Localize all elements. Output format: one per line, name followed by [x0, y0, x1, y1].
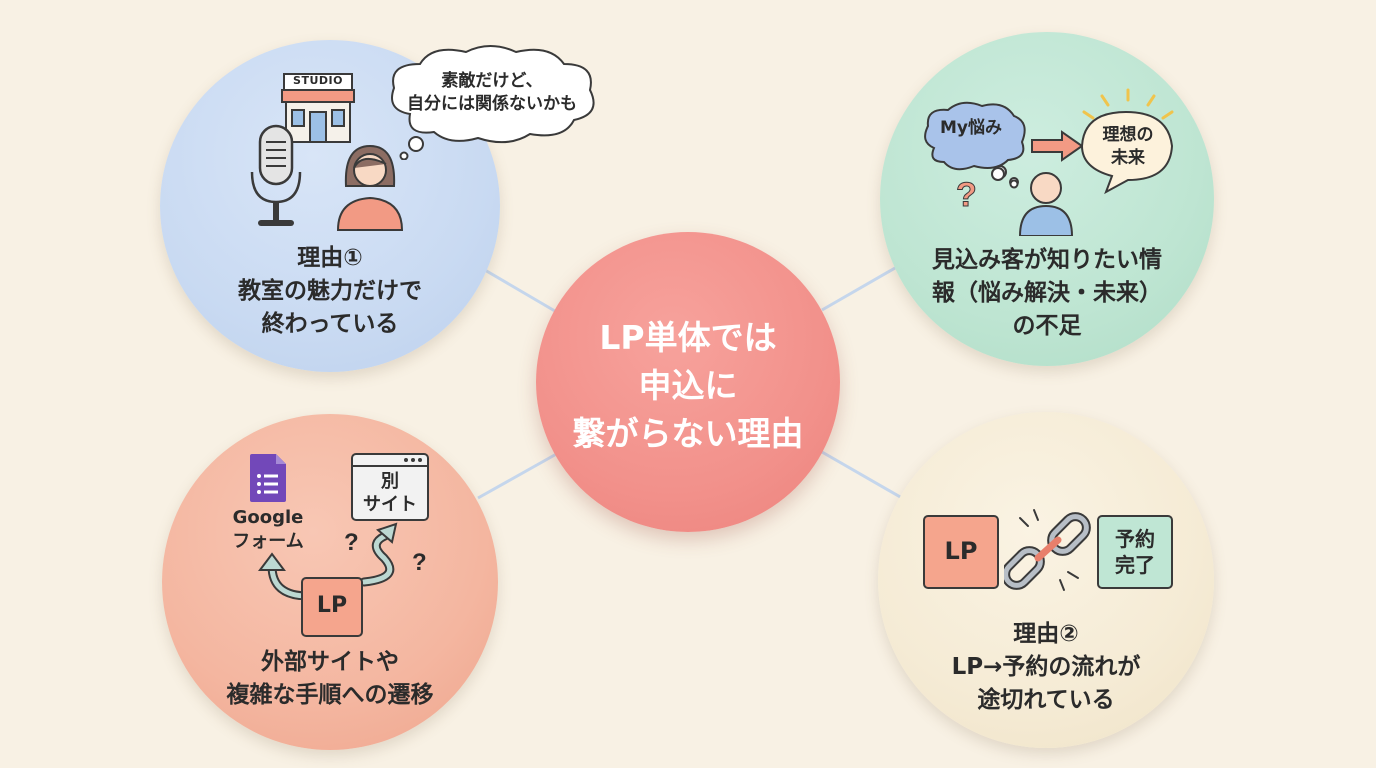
studio-sign-label: STUDIO	[293, 74, 343, 87]
svg-text:?: ?	[956, 176, 977, 214]
browser-window-icon	[351, 453, 429, 521]
center-line-2: 申込に	[638, 366, 738, 405]
reason-transition-line-1: 外部サイトや	[261, 649, 399, 675]
center-node: LP単体では 申込に 繋がらない理由	[536, 232, 840, 532]
connector-reason-info	[821, 262, 903, 312]
thought-line-1: 素敵だけど、	[441, 71, 543, 91]
other-site-line-2: サイト	[363, 494, 417, 515]
person-icon	[336, 144, 404, 231]
thought-line-2: 自分には関係ないかも	[407, 94, 577, 114]
future-line-2: 未来	[1111, 148, 1145, 168]
center-line-3: 繋がらない理由	[572, 414, 804, 453]
other-site-line-1: 別	[381, 471, 399, 492]
reason1-line-1: 教室の魅力だけで	[238, 278, 422, 304]
reason1-caption: 理由① 教室の魅力だけで 終わっている	[190, 242, 470, 341]
lp-box-icon	[301, 577, 363, 637]
studio-building-icon	[281, 73, 355, 143]
reason1-title: 理由①	[297, 245, 363, 271]
future-bubble-icon	[1080, 88, 1174, 195]
booking-complete-label: 予約 完了	[1096, 526, 1174, 578]
lp-page-icon	[923, 515, 999, 589]
booking-complete-icon	[1097, 515, 1173, 589]
reason2-line-1: LP→予約の流れが	[951, 654, 1141, 680]
svg-text:?: ?	[412, 549, 427, 576]
future-bubble-text: 理想の 未来	[1086, 124, 1170, 170]
user-icon	[1018, 172, 1074, 236]
thought-cloud-icon	[391, 45, 595, 160]
worry-cloud-label: My悩み	[940, 118, 1002, 138]
lp-box-label: LP	[316, 593, 348, 618]
reason-transition-caption: 外部サイトや 複雑な手順への遷移	[190, 646, 470, 712]
question-mark-icon: ?	[956, 167, 1019, 214]
future-line-1: 理想の	[1102, 125, 1154, 145]
reason2-line-2: 途切れている	[977, 687, 1115, 713]
google-forms-icon	[250, 454, 286, 502]
reason-transition-line-2: 複雑な手順への遷移	[226, 682, 434, 708]
reason2-caption: 理由② LP→予約の流れが 途切れている	[906, 618, 1186, 717]
reason-info-caption: 見込み客が知りたい情 報（悩み解決・未来） の不足	[898, 244, 1196, 343]
other-site-label: 別 サイト	[352, 470, 428, 516]
reason-info-line-3: の不足	[1012, 313, 1082, 339]
svg-text:?: ?	[344, 529, 359, 556]
google-form-line-2: フォーム	[232, 531, 304, 552]
broken-chain-icon	[1004, 509, 1091, 591]
reason-info-line-2: 報（悩み解決・未来）	[932, 280, 1162, 306]
reason1-line-2: 終わっている	[261, 311, 399, 337]
reason-info-line-1: 見込み客が知りたい情	[932, 247, 1162, 273]
connector-reason1	[477, 264, 561, 316]
arrow-right-icon	[1031, 130, 1084, 162]
google-form-line-1: Google	[232, 507, 304, 528]
connector-reason-transition	[477, 450, 561, 500]
center-line-1: LP単体では	[599, 318, 777, 357]
booking-line-1: 予約	[1115, 527, 1155, 551]
google-form-label: Google フォーム	[214, 506, 322, 554]
center-title: LP単体では 申込に 繋がらない理由	[536, 314, 840, 458]
booking-line-2: 完了	[1115, 553, 1155, 577]
thought-text: 素敵だけど、 自分には関係ないかも	[386, 70, 598, 116]
connector-reason2	[821, 450, 903, 500]
reason2-title: 理由②	[1013, 621, 1079, 647]
reason2-lp-label: LP	[944, 537, 978, 565]
microphone-icon	[250, 124, 302, 226]
